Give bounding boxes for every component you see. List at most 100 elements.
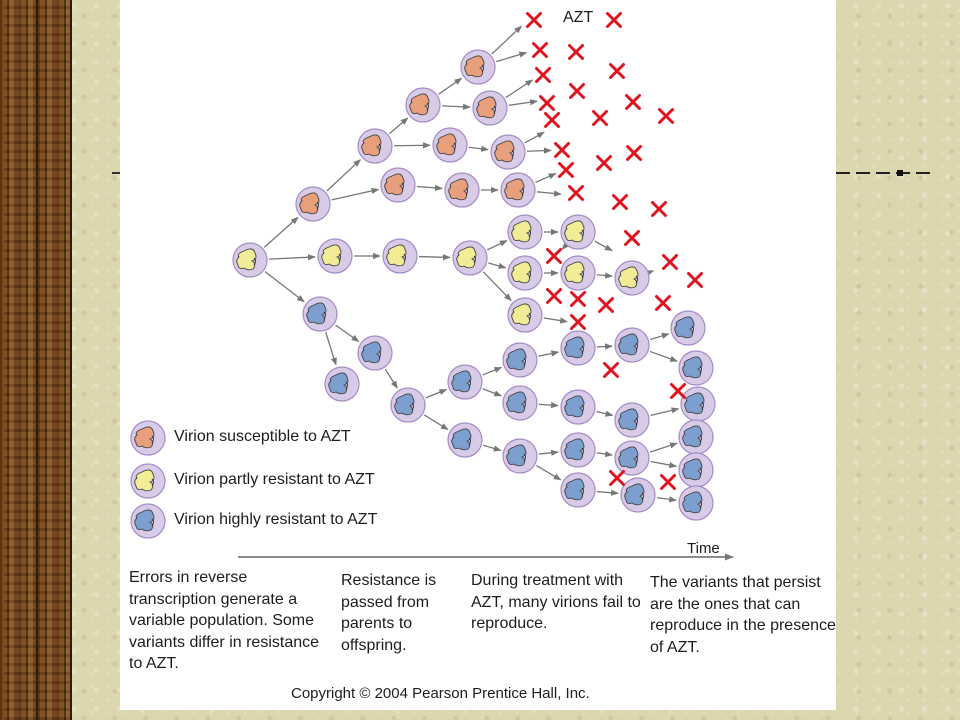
lineage-arrow [482,388,503,397]
lineage-arrow [482,271,512,302]
virion-partly-resistant [614,260,650,296]
lineage-arrow [441,103,471,110]
virion-partly-resistant [507,214,543,250]
rna-strand [253,257,256,266]
virion-highly-resistant [324,366,360,402]
rna-strand [691,325,694,334]
red-cross-icon [658,108,674,124]
rna-core [361,341,382,364]
virion-highly-resistant [302,296,338,332]
legend-label-susceptible: Virion susceptible to AZT [174,428,351,445]
rna-core [618,266,639,289]
rna-core [618,333,639,356]
virion-susceptible [380,167,416,203]
failed-lineage-arrow [526,147,552,154]
rna-core [134,426,155,449]
rna-strand [528,312,531,321]
red-cross-icon [570,314,586,330]
lineage-arrow [264,271,305,303]
lineage-arrow [538,449,559,456]
virion-highly-resistant [560,330,596,366]
rna-strand [523,453,526,462]
rna-core [506,348,527,371]
red-cross-icon [532,42,548,58]
virion-highly-resistant [614,327,650,363]
lineage-arrow [536,465,562,481]
red-cross-icon [612,194,628,210]
virion-highly-resistant [678,350,714,386]
red-cross-icon [568,44,584,60]
virion-highly-resistant [614,402,650,438]
wood-edge [70,0,72,720]
red-cross-icon [598,297,614,313]
rna-strand [635,417,638,426]
virion-highly-resistant [678,419,714,455]
red-cross-icon [609,63,625,79]
failed-lineage-arrow [491,25,523,55]
lineage-arrow [538,350,560,357]
lineage-arrow [649,350,678,362]
virion-highly-resistant [447,422,483,458]
rna-strand [635,455,638,464]
virion-susceptible [432,127,468,163]
red-cross-icon [544,112,560,128]
virion-partly-resistant [382,238,418,274]
rna-core [682,356,703,379]
rna-core [682,491,703,514]
rna-strand [699,434,702,443]
red-cross-icon [570,291,586,307]
lineage-arrow [268,254,316,261]
rna-core [511,220,532,243]
caption-variation: Errors in reverse transcription generate… [129,569,320,673]
red-cross-icon [596,155,612,171]
rna-strand [401,182,404,191]
virion-highly-resistant [447,364,483,400]
azt-label: AZT [563,9,594,26]
rna-core [299,192,320,215]
rna-strand [581,447,584,456]
rna-strand [151,518,154,527]
wood-grain-right [38,0,70,720]
lineage-arrow [596,450,613,458]
rna-strand [699,365,702,374]
virion-partly-resistant [560,255,596,291]
virion-partly-resistant [452,240,488,276]
red-cross-icon [687,272,703,288]
caption-treatment: During treatment with AZT, many virions … [471,572,641,633]
rna-core [306,302,327,325]
rna-strand [581,229,584,238]
rna-strand [523,357,526,366]
lineage-arrow [538,402,559,409]
lineage-arrow [656,496,677,503]
rna-core [564,478,585,501]
rna-core [494,140,515,163]
wood-divider [36,0,38,720]
rna-strand [511,149,514,158]
red-cross-icon [670,383,686,399]
rna-core [386,244,407,267]
virion-highly-resistant [502,385,538,421]
red-cross-icon [625,94,641,110]
lineage-arrow [416,184,443,192]
lineage-arrow [263,216,299,248]
rna-strand [481,64,484,73]
red-cross-icon [535,67,551,83]
virion-highly-resistant [502,438,538,474]
rna-strand [493,105,496,114]
lineage-arrow [650,407,680,417]
lineage-arrow [423,414,449,431]
lineage-arrow [325,331,337,366]
rna-core [682,458,703,481]
failed-lineage-arrow [524,131,545,144]
lineage-arrow [468,145,489,152]
virion-highly-resistant [680,386,716,422]
rna-core [134,509,155,532]
rna-core [328,372,349,395]
red-cross-icon [558,162,574,178]
virion-susceptible [405,87,441,123]
rna-core [451,370,472,393]
virion-highly-resistant [560,389,596,425]
rna-core [321,244,342,267]
failed-lineage-arrow [535,172,557,184]
virion-partly-resistant [232,242,268,278]
